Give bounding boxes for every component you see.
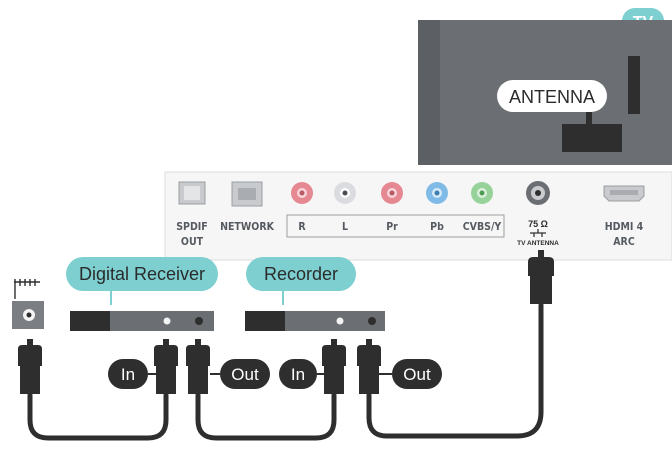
recorder-in-label: In	[291, 365, 305, 384]
video-pb-label: Pb	[430, 221, 444, 233]
plug-receiver-in	[154, 339, 178, 394]
spdif-label-line1: SPDIF	[176, 221, 208, 233]
antenna-callout-label: ANTENNA	[509, 87, 595, 107]
network-label: NETWORK	[220, 221, 275, 233]
receiver-in-badge: In	[108, 359, 148, 389]
hdmi-label-line1: HDMI 4	[605, 221, 644, 233]
audio-r-port	[291, 182, 313, 204]
spdif-label-line2: OUT	[181, 236, 204, 248]
recorder-device	[245, 311, 385, 331]
cable-wall-to-receiver	[27, 392, 169, 441]
audio-l-label: L	[342, 221, 348, 233]
coax-symbol-icon	[530, 229, 546, 237]
tv-vent-slot	[628, 56, 640, 114]
ohm-label: 75 Ω	[528, 219, 548, 229]
digital-receiver-label: Digital Receiver	[66, 257, 218, 305]
tv-antenna-port-block	[562, 124, 622, 152]
plug-receiver-out	[186, 339, 210, 394]
audio-r-label: R	[298, 221, 306, 233]
video-pr-label: Pr	[386, 221, 398, 233]
digital-receiver-device	[70, 311, 214, 331]
recorder-out-label: Out	[403, 365, 431, 384]
hdmi-label-line2: ARC	[613, 236, 635, 248]
wall-antenna-outlet	[12, 279, 44, 329]
plug-wall	[18, 339, 42, 394]
coax-cables	[27, 302, 544, 441]
plug-recorder-out	[357, 339, 381, 394]
recorder-in-badge: In	[279, 359, 317, 389]
video-pb-port	[426, 182, 448, 204]
cable-recorder-to-tv	[366, 302, 544, 439]
video-cvbs-label: CVBS/Y	[463, 221, 502, 233]
recorder-label-text: Recorder	[264, 264, 338, 284]
video-pr-port	[381, 182, 403, 204]
cable-receiver-to-recorder	[195, 392, 337, 441]
plug-recorder-in	[322, 339, 346, 394]
connector-panel: SPDIF OUT NETWORK R L Pr Pb CVBS/Y 75 Ω …	[164, 171, 672, 261]
audio-l-port	[334, 182, 356, 204]
video-cvbs-port	[471, 182, 493, 204]
tv-back-panel: ANTENNA	[418, 20, 672, 165]
tv-antenna-label: TV ANTENNA	[517, 240, 559, 247]
digital-receiver-label-text: Digital Receiver	[79, 264, 205, 284]
hdmi-port	[603, 185, 645, 202]
receiver-out-badge: Out	[220, 359, 270, 389]
receiver-out-label: Out	[231, 365, 259, 384]
tv-antenna-port	[526, 181, 550, 205]
recorder-out-badge: Out	[392, 359, 442, 389]
antenna-callout: ANTENNA	[497, 80, 607, 112]
recorder-label: Recorder	[246, 257, 356, 305]
antenna-icon	[14, 279, 40, 299]
plug-tv	[528, 250, 554, 304]
receiver-in-label: In	[121, 365, 135, 384]
